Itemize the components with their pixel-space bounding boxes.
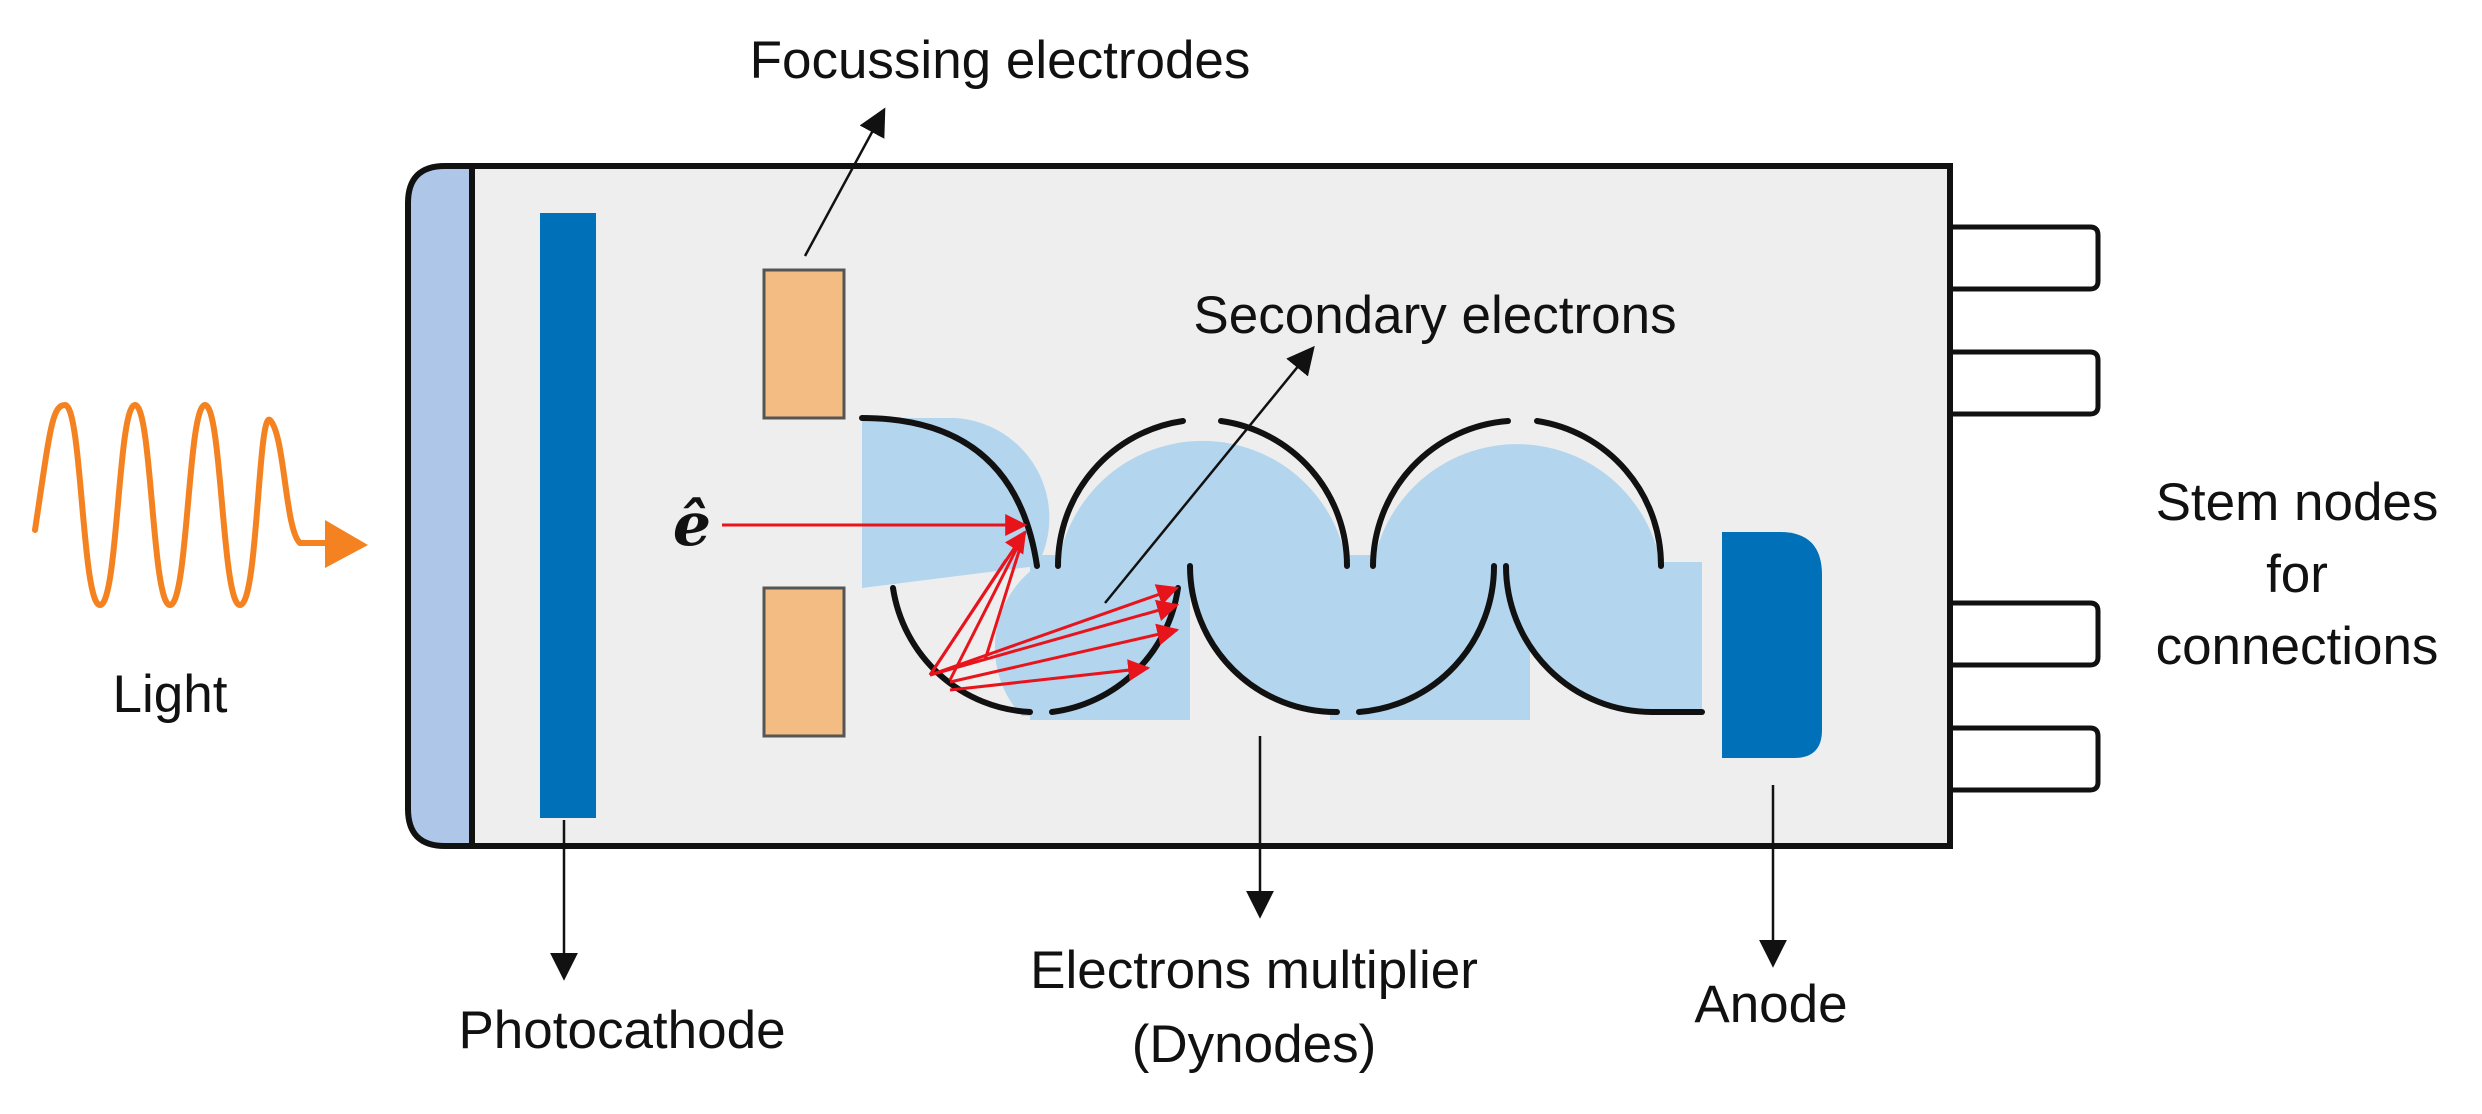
multiplier-label-line-1: Electrons multiplier: [1030, 941, 1478, 1000]
stem-node-1: [1940, 224, 2101, 292]
stem-nodes: [1940, 224, 2101, 793]
dynode-arcs: [859, 415, 1705, 716]
multiplier-label-line-2: (Dynodes): [1132, 1015, 1376, 1074]
stem-node-3: [1940, 600, 2101, 668]
dynode-4-arc: [1187, 563, 1340, 716]
focus-electrode-top: [762, 268, 846, 420]
stem-node-4: [1940, 725, 2101, 793]
dynode-1-arc: [859, 415, 1040, 569]
dynode-2-arc: [890, 585, 1033, 715]
stem-nodes-label-line-1: Stem nodes: [2156, 473, 2439, 532]
dynode-3-arc: [1054, 418, 1186, 569]
electron-paths: [722, 514, 1180, 692]
stem-node-2: [1940, 349, 2101, 417]
light-arrowhead: [325, 520, 368, 568]
light-label: Light: [113, 665, 228, 724]
secondary-electrons-label: Secondary electrons: [1193, 286, 1676, 345]
anode-block: [1722, 532, 1822, 758]
dynode-5-arc: [1370, 418, 1511, 569]
electron-symbol: ê: [673, 490, 711, 560]
entrance-window: [405, 163, 475, 849]
anode-label: Anode: [1694, 975, 1847, 1034]
photocathode-label: Photocathode: [458, 1001, 785, 1060]
photocathode-plate: [540, 213, 596, 818]
stem-nodes-label-line-2: for: [2266, 545, 2328, 604]
leader-lines: [550, 107, 1787, 981]
light-wave: [32, 401, 348, 609]
stem-nodes-label-line-3: connections: [2156, 617, 2439, 676]
focussing-electrodes-label: Focussing electrodes: [750, 31, 1251, 90]
focus-electrode-bottom: [762, 586, 846, 738]
dynode-6-arc: [1503, 563, 1655, 715]
